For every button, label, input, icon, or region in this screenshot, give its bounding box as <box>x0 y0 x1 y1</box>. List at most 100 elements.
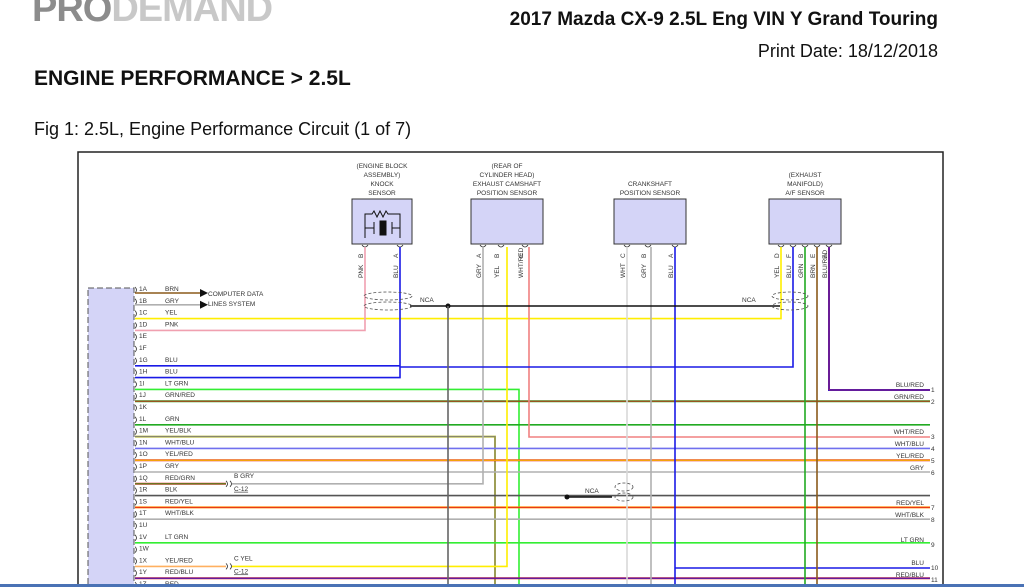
shield-icon <box>771 291 809 301</box>
pcm-pin-label: 1U <box>139 522 148 529</box>
pcm-pin-label: 1F <box>139 345 147 352</box>
sensor-pin-connector-icon <box>801 244 809 248</box>
sensor-pin-label: B <box>358 254 365 258</box>
shield-icon <box>363 301 413 311</box>
sensor-label: SENSOR <box>368 190 396 197</box>
prodemand-logo: PRODEMAND <box>32 0 273 30</box>
sensor-pin-label: A <box>668 253 675 258</box>
logo-demand: DEMAND <box>111 0 273 30</box>
terminal-number: 9 <box>931 542 935 549</box>
terminal-wire-label: GRY <box>910 465 925 472</box>
sensor-pin-label: F <box>786 254 793 258</box>
wire-blured-af <box>828 247 930 391</box>
pcm-wire-label: BLK <box>165 487 178 494</box>
pcm-pin-connector-icon <box>134 416 137 424</box>
pcm-pin-connector-icon <box>134 440 137 447</box>
pcm-pin-label: 1L <box>139 416 147 423</box>
terminal-wire-label: BLU/RED <box>896 382 924 389</box>
nca-label: NCA <box>585 488 599 495</box>
connector-c12-pin-label: C YEL <box>234 555 253 562</box>
wire-yel-1c <box>135 247 782 320</box>
terminal-wire-label: YEL/RED <box>896 453 924 460</box>
pcm-wire-label: WHT/BLU <box>165 439 195 446</box>
sensor-pin-label: C <box>518 253 525 258</box>
connector-c12-ref: C-12 <box>234 486 248 493</box>
connector-c12-icon <box>225 480 232 488</box>
pcm-pin-label: 1I <box>139 380 145 387</box>
sensor-pin-label: A <box>393 253 400 258</box>
sensor-label: CRANKSHAFT <box>628 181 672 188</box>
sensor-wire-label: BLU <box>393 265 400 278</box>
pcm-pin-connector-icon <box>134 333 137 341</box>
sensor-label: KNOCK <box>370 181 394 188</box>
pcm-pin-connector-icon <box>134 298 137 306</box>
pcm-pin-connector-icon <box>134 310 137 317</box>
sensor-wire-label: GRN <box>798 263 805 278</box>
sensor-label: EXHAUST CAMSHAFT <box>473 181 541 188</box>
pcm-pin-connector-icon <box>134 357 137 365</box>
pcm-wire-label: WHT/BLK <box>165 510 195 517</box>
terminal-number: 10 <box>931 565 939 572</box>
pcm-wire-label: LT GRN <box>165 380 189 387</box>
terminal-number: 6 <box>931 470 935 477</box>
pcm-pin-label: 1B <box>139 298 147 305</box>
sensor-wire-label: BLU <box>668 265 675 278</box>
connector-c12-ref: C-12 <box>234 568 248 575</box>
arrow-icon <box>200 289 208 297</box>
pcm-pin-connector-icon <box>134 392 137 400</box>
pcm-pin-label: 1K <box>139 404 148 411</box>
sensor-pin-connector-icon <box>813 244 821 248</box>
computer-data-label: COMPUTER DATA <box>208 291 264 298</box>
sensor-wire-label: YEL <box>494 265 501 278</box>
section-title: ENGINE PERFORMANCE > 2.5L <box>34 67 351 90</box>
sensor-wire-label: BRN <box>810 264 817 278</box>
terminal-number: 1 <box>931 387 935 394</box>
vehicle-title: 2017 Mazda CX-9 2.5L Eng VIN Y Grand Tou… <box>509 9 938 30</box>
sensor-pin-connector-icon <box>521 244 529 248</box>
pcm-pin-label: 1M <box>139 428 148 435</box>
wire-yelblk-1m-stripe <box>135 436 496 587</box>
pcm-pin-label: 1X <box>139 557 148 564</box>
pcm-pin-label: 1E <box>139 333 148 340</box>
sensor-pin-label: C <box>620 253 627 258</box>
pcm-wire-label: YEL/RED <box>165 557 193 564</box>
wire-whtred-cam <box>528 247 930 438</box>
sensor-crankshaft <box>613 198 687 245</box>
wire-blu-af <box>400 247 794 368</box>
nca-label: NCA <box>742 297 756 304</box>
pcm-pin-label: 1J <box>139 392 146 399</box>
terminal-number: 3 <box>931 434 935 441</box>
pcm-pin-connector-icon <box>134 534 137 542</box>
wire-pnk-1d <box>135 247 366 332</box>
pcm-wire-label: GRY <box>165 298 180 305</box>
figure-caption: Fig 1: 2.5L, Engine Performance Circuit … <box>34 119 412 139</box>
shield-icon <box>614 492 634 502</box>
pcm-pin-label: 1N <box>139 439 148 446</box>
pcm-wire-label: RED/YEL <box>165 498 193 505</box>
pcm-wire-label: GRN/RED <box>165 392 195 399</box>
sensor-camshaft <box>470 198 544 245</box>
pcm-wire-label: YEL/BLK <box>165 428 192 435</box>
sensor-pin-label: B <box>641 254 648 258</box>
print-date: Print Date: 18/12/2018 <box>757 41 938 61</box>
computer-data-label: LINES SYSTEM <box>208 301 255 308</box>
connector-c12-icon <box>225 563 232 570</box>
sensor-pin-label: D <box>774 253 781 258</box>
sensor-pin-label: B <box>494 254 501 258</box>
pcm-pin-connector-icon <box>134 286 137 294</box>
terminal-wire-label: LT GRN <box>901 537 925 544</box>
connector-c12-pin-label: B GRY <box>234 473 255 480</box>
pcm-wire-label: GRY <box>165 463 180 470</box>
terminal-number: 5 <box>931 458 935 465</box>
terminal-wire-label: WHT/RED <box>894 429 925 436</box>
pcm-pin-label: 1A <box>139 286 148 293</box>
terminal-wire-label: WHT/BLU <box>895 441 925 448</box>
pcm-wire-label: GRN <box>165 416 180 423</box>
sensor-pin-connector-icon <box>396 244 404 248</box>
pcm-pin-label: 1C <box>139 310 148 317</box>
sensor-pin-label: A <box>822 253 829 258</box>
sensor-pin-label: B <box>798 254 805 258</box>
pcm-pin-label: 1V <box>139 534 148 541</box>
pcm-pin-connector-icon <box>134 322 137 329</box>
